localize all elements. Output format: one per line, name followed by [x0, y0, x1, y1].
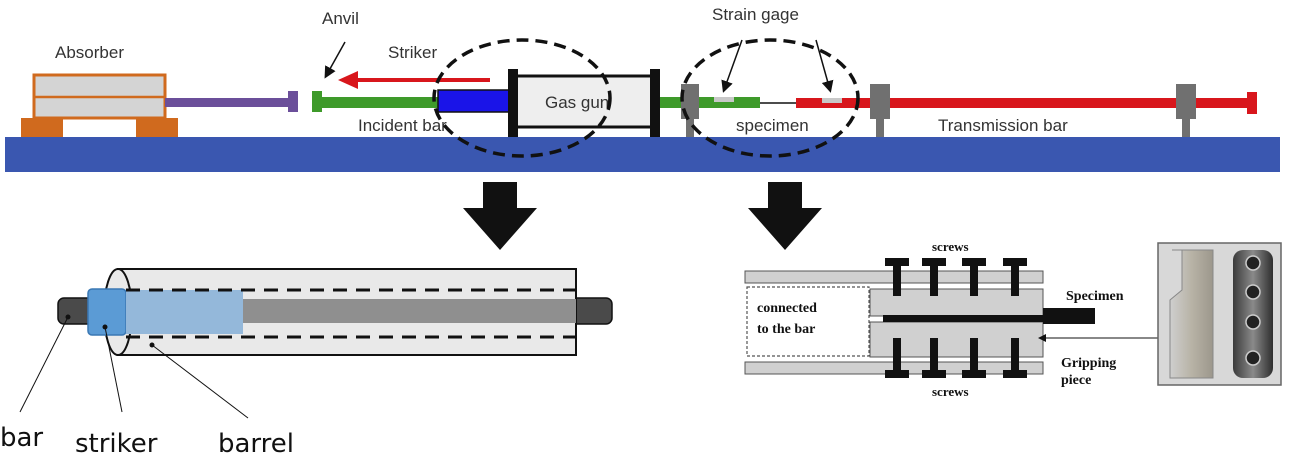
specimen-grip-detail: screws screws connected to the bar Speci…	[744, 239, 1282, 399]
screws-bottom	[885, 338, 1027, 378]
base-plate	[5, 137, 1280, 172]
specimen-tab	[1043, 308, 1095, 324]
specimen-label: specimen	[736, 116, 809, 135]
photo-hole	[1245, 350, 1261, 366]
highlight-gas-gun	[432, 38, 612, 158]
screw	[1003, 258, 1027, 296]
absorber-foot-right	[136, 118, 178, 137]
incident-bar	[312, 97, 442, 108]
photo-hole	[1245, 314, 1261, 330]
screw	[962, 338, 986, 378]
incident-bar-out	[660, 97, 760, 108]
gas-gun-cap-right	[650, 69, 660, 137]
striker-inner	[126, 290, 243, 334]
incident-bar-label: Incident bar	[358, 116, 447, 135]
screws-top	[885, 258, 1027, 296]
screw	[962, 258, 986, 296]
transmission-bar	[796, 98, 1251, 108]
gas-gun-detail: bar striker barrel	[0, 268, 613, 454]
bar-leader	[19, 316, 69, 413]
specimen-strip	[883, 315, 1043, 322]
down-arrow-left	[463, 182, 537, 250]
bar-inside	[243, 299, 576, 323]
support-3	[1176, 84, 1196, 119]
screw	[922, 258, 946, 296]
connected-label-1: connected	[757, 301, 817, 316]
screw	[885, 258, 909, 296]
strain-gage-pointer-1	[721, 39, 743, 93]
support-3-post	[1182, 119, 1190, 137]
strain-gage-label: Strain gage	[712, 5, 799, 24]
gas-gun	[508, 69, 660, 137]
striker-label: Striker	[388, 43, 437, 62]
connected-label-2: to the bar	[757, 322, 815, 337]
photo-hole	[1245, 284, 1261, 300]
screws-top-label: screws	[932, 239, 969, 254]
strain-gage-2	[822, 98, 842, 103]
photo-gripping-piece	[1233, 250, 1273, 378]
screw	[922, 338, 946, 378]
anvil-rod	[165, 98, 293, 107]
support-1-post	[686, 119, 694, 137]
screw	[885, 338, 909, 378]
bar-label: bar	[0, 423, 43, 453]
barrel-label: barrel	[218, 429, 294, 454]
specimen-detail-label: Specimen	[1066, 289, 1124, 304]
barrel-leader	[151, 344, 249, 419]
anvil-rod-end	[288, 91, 298, 112]
absorber	[21, 73, 178, 137]
connected-box	[746, 286, 870, 357]
strain-gage-pointer-2	[815, 39, 834, 93]
gripping-label-2: piece	[1061, 373, 1091, 388]
anvil-label: Anvil	[322, 9, 359, 28]
absorber-foot-left	[21, 118, 63, 137]
highlight-specimen	[680, 38, 860, 158]
support-2-post	[876, 119, 884, 137]
top-setup: Absorber Anvil Incident bar Striker Gas …	[5, 5, 1280, 172]
screws-bottom-label: screws	[932, 384, 969, 399]
absorber-label: Absorber	[55, 43, 124, 62]
specimen-photo	[1157, 242, 1282, 386]
transmission-bar-label: Transmission bar	[938, 116, 1068, 135]
gripping-label-1: Gripping	[1061, 356, 1116, 371]
photo-hole	[1245, 255, 1261, 271]
striker	[437, 89, 511, 113]
support-2	[870, 84, 890, 119]
gas-gun-label: Gas gun	[545, 93, 609, 112]
down-arrow-right	[748, 182, 822, 250]
screw	[1003, 338, 1027, 378]
striker-leader	[104, 326, 123, 413]
striker-detail-label: striker	[75, 429, 158, 454]
photo-specimen	[1169, 249, 1214, 379]
gas-gun-cap-left	[508, 69, 518, 137]
striker-arrow-head	[338, 71, 358, 89]
transmission-bar-end	[1247, 92, 1257, 114]
strain-gage-1	[714, 97, 734, 102]
anvil-pointer	[324, 41, 346, 79]
